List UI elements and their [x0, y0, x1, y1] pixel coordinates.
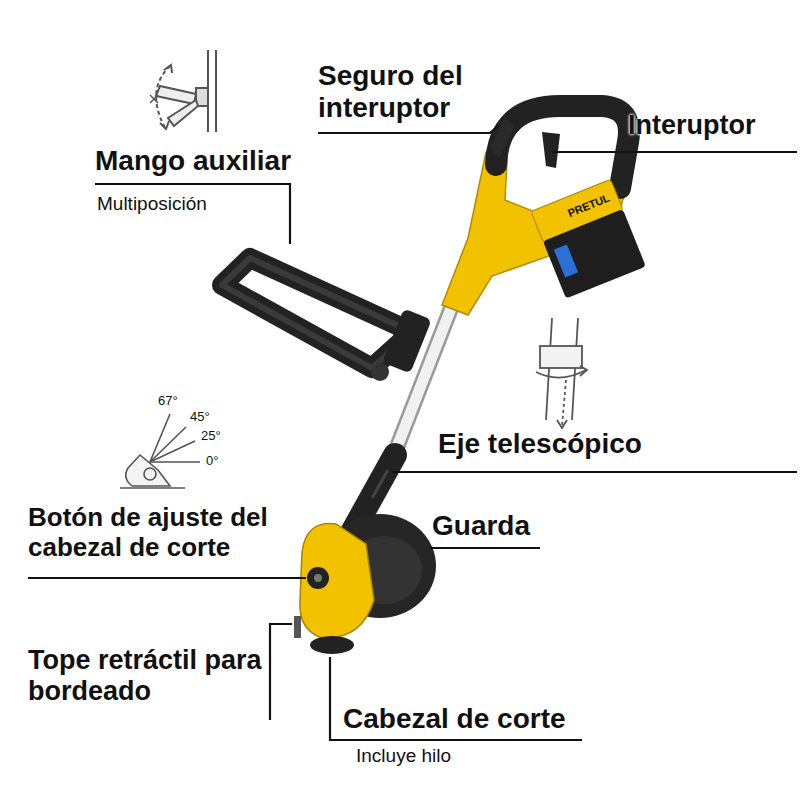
- part-label: Guarda: [432, 510, 530, 542]
- angle-value: 45°: [190, 410, 210, 425]
- cutting-head: [294, 514, 436, 654]
- leader-lines: [28, 126, 797, 740]
- part-label: Botón de ajuste del cabezal de corte: [28, 503, 328, 563]
- angle-value: 0°: [206, 454, 218, 469]
- auxiliary-handle: [222, 258, 432, 381]
- part-label: Eje telescópico: [438, 428, 642, 460]
- part-label: Cabezal de corte: [343, 703, 566, 735]
- angle-value: 67°: [158, 394, 178, 409]
- part-label: Interuptor: [628, 110, 756, 141]
- telescopic-icon: [536, 318, 587, 428]
- part-label: Tope retráctil para bordeado: [28, 645, 266, 707]
- part-label: Seguro del interuptor: [318, 60, 508, 124]
- battery: [531, 179, 646, 298]
- brand-logo: PRETUL: [566, 192, 612, 220]
- part-label: Mango auxiliar: [95, 145, 291, 177]
- angle-icon: [120, 414, 200, 488]
- part-note: Incluye hilo: [356, 745, 451, 767]
- part-note: Multiposición: [97, 193, 207, 215]
- handle-icon: [150, 50, 216, 132]
- angle-value: 25°: [201, 429, 221, 444]
